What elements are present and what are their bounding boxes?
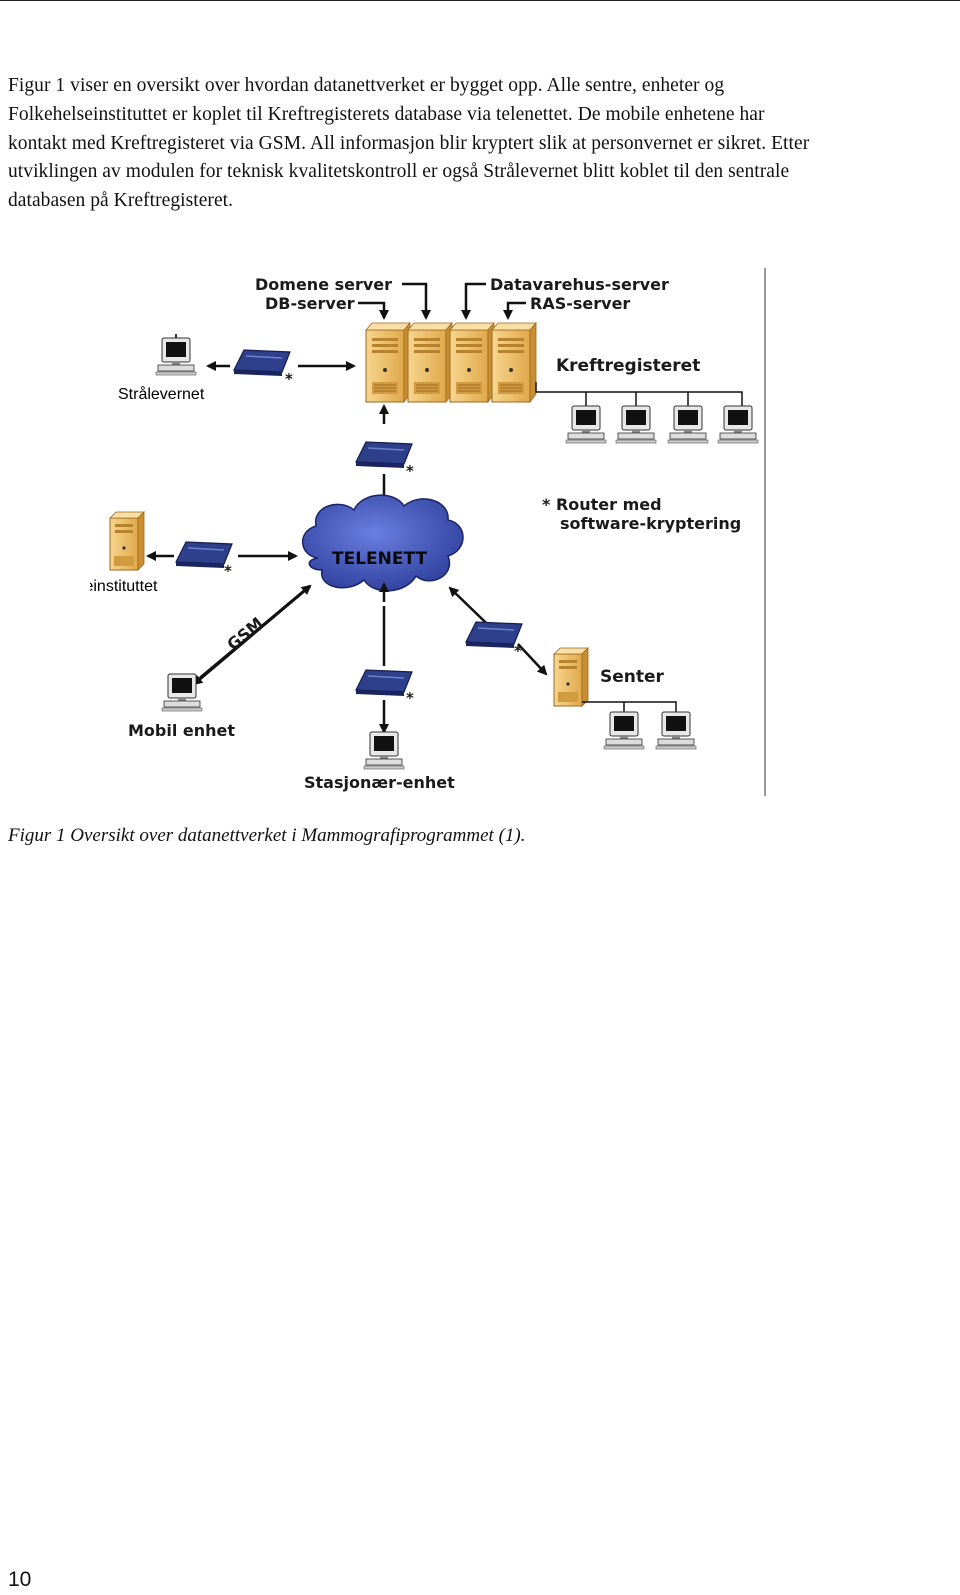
- label-datavarehus-server: Datavarehus-server: [490, 275, 669, 294]
- computer-icon: [155, 337, 197, 376]
- router-marker: *: [406, 462, 414, 480]
- arrow-db: [358, 301, 389, 320]
- server-icon: [365, 322, 411, 403]
- router-marker: *: [514, 642, 522, 660]
- arrow-to-senter: [517, 643, 548, 676]
- paragraph-line: databasen på Kreftregisteret.: [8, 190, 234, 212]
- label-gsm: GSM: [223, 613, 266, 654]
- arrow-domene: [402, 282, 431, 320]
- server-icon: [407, 322, 453, 403]
- page-number: 10: [8, 1568, 32, 1591]
- computer-icon: [717, 405, 759, 444]
- computer-icon: [615, 405, 657, 444]
- paragraph-line: Folkehelseinstituttet er koplet til Kref…: [8, 103, 765, 125]
- paragraph-line: utviklingen av modulen for teknisk kvali…: [8, 161, 790, 183]
- router-marker: *: [406, 689, 414, 707]
- server-icon: [449, 322, 495, 403]
- arrow-datavarehus: [461, 282, 486, 320]
- arrow-ras: [503, 301, 526, 320]
- server-icon: [109, 511, 145, 571]
- label-telenett: TELENETT: [332, 549, 427, 569]
- network-diagram: Domene server DB-server Datavarehus-serv…: [90, 266, 780, 811]
- label-folkehelseinstituttet: Folkehelseinstituttet: [90, 578, 158, 595]
- router-marker: *: [285, 370, 293, 388]
- lan-drops: [585, 392, 689, 406]
- paragraph-line: Figur 1 viser en oversikt over hvordan d…: [8, 75, 725, 96]
- lan-line: [535, 382, 743, 406]
- label-mobil-enhet: Mobil enhet: [128, 721, 235, 740]
- computer-icon: [603, 711, 645, 750]
- router-icon: [233, 349, 291, 377]
- note-router-line2: software-kryptering: [560, 514, 741, 533]
- arrow-gsm-down: [192, 584, 311, 686]
- label-ras-server: RAS-server: [530, 294, 630, 313]
- telenett-cloud: [302, 494, 464, 592]
- server-icon: [553, 647, 589, 707]
- label-stralevernet: Strålevernet: [118, 385, 205, 403]
- top-rule: [0, 0, 960, 1]
- router-marker: *: [224, 562, 232, 580]
- body-paragraph: Figur 1 viser en oversikt over hvordan d…: [8, 72, 953, 216]
- computer-icon: [161, 673, 203, 712]
- label-kreftregisteret: Kreftregisteret: [556, 356, 700, 376]
- label-domene-server: Domene server: [255, 275, 392, 294]
- paragraph-line: kontakt med Kreftregisteret via GSM. All…: [8, 132, 810, 154]
- computer-icon: [565, 405, 607, 444]
- figure-caption: Figur 1 Oversikt over datanettverket i M…: [8, 825, 526, 846]
- label-stasjonaer-enhet: Stasjonær-enhet: [304, 773, 455, 792]
- label-db-server: DB-server: [265, 294, 355, 313]
- computer-icon: [655, 711, 697, 750]
- router-icon: [355, 669, 413, 697]
- server-icon: [491, 322, 537, 403]
- note-router-line1: * Router med: [542, 495, 662, 514]
- router-icon: [355, 441, 413, 469]
- label-senter: Senter: [600, 667, 665, 687]
- computer-icon: [363, 731, 405, 770]
- computer-icon: [667, 405, 709, 444]
